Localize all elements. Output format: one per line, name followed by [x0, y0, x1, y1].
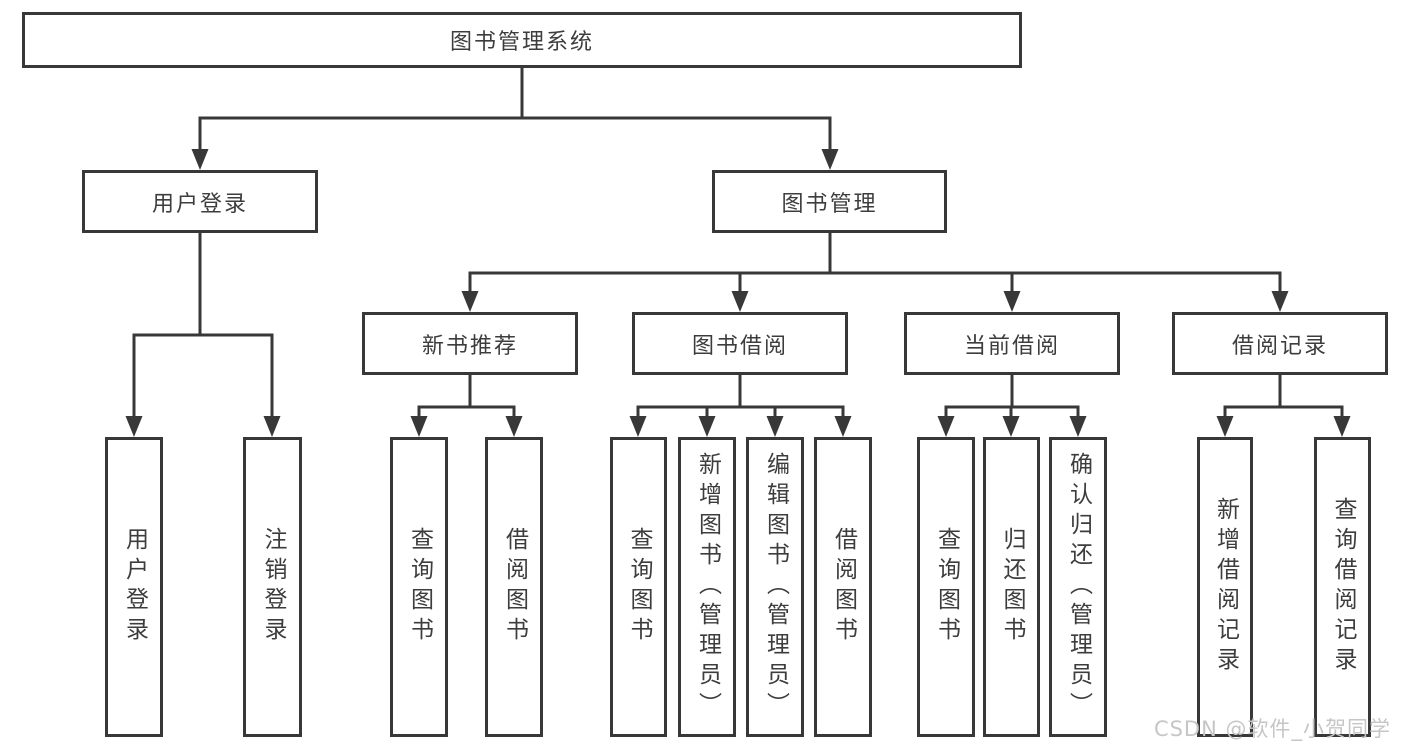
leaf-borrowing-query-books: 查询图书: [610, 437, 667, 737]
leaf-borrowing-edit-books-admin: 编辑图书（管理员）: [746, 437, 804, 737]
leaf-current-confirm-return-admin-label: 确认归还（管理员）: [1065, 452, 1092, 722]
node-current-borrowing: 当前借阅: [904, 312, 1120, 375]
node-borrowing-records: 借阅记录: [1172, 312, 1388, 375]
leaf-current-return-books: 归还图书: [983, 437, 1040, 737]
leaf-user-login: 用户登录: [105, 437, 163, 737]
leaf-current-return-books-label: 归还图书: [999, 527, 1025, 647]
node-book-borrowing-label: 图书借阅: [691, 333, 788, 359]
leaf-user-login-label: 用户登录: [121, 527, 148, 647]
leaf-records-query-record: 查询借阅记录: [1314, 437, 1371, 737]
node-user-login: 用户登录: [82, 170, 318, 233]
node-new-book-recommend: 新书推荐: [362, 312, 578, 375]
leaf-borrowing-edit-books-admin-label: 编辑图书（管理员）: [762, 452, 789, 722]
leaf-newbook-borrow-books: 借阅图书: [485, 437, 543, 737]
leaf-current-confirm-return-admin: 确认归还（管理员）: [1049, 437, 1107, 737]
leaf-records-add-record-label: 新增借阅记录: [1212, 497, 1239, 677]
leaf-records-query-record-label: 查询借阅记录: [1330, 497, 1356, 677]
node-book-management-label: 图书管理: [781, 191, 878, 217]
leaf-borrowing-add-books-admin: 新增图书（管理员）: [678, 437, 736, 737]
leaf-records-add-record: 新增借阅记录: [1197, 437, 1253, 737]
watermark: CSDN @软件_小贺同学: [1153, 717, 1391, 741]
leaf-newbook-query-books: 查询图书: [390, 437, 448, 737]
node-current-borrowing-label: 当前借阅: [963, 333, 1060, 359]
leaf-logout: 注销登录: [243, 437, 302, 737]
node-user-login-label: 用户登录: [151, 191, 248, 217]
node-new-book-recommend-label: 新书推荐: [421, 333, 518, 359]
leaf-borrowing-borrow-books-label: 借阅图书: [830, 527, 857, 647]
node-book-management: 图书管理: [712, 170, 947, 233]
leaf-newbook-borrow-books-label: 借阅图书: [501, 527, 528, 647]
leaf-borrowing-borrow-books: 借阅图书: [814, 437, 872, 737]
node-borrowing-records-label: 借阅记录: [1231, 333, 1328, 359]
node-root-system: 图书管理系统: [22, 12, 1022, 68]
leaf-borrowing-add-books-admin-label: 新增图书（管理员）: [694, 452, 721, 722]
node-book-borrowing: 图书借阅: [632, 312, 848, 375]
node-root-system-label: 图书管理系统: [449, 30, 594, 55]
leaf-current-query-books: 查询图书: [917, 437, 975, 737]
leaf-newbook-query-books-label: 查询图书: [406, 527, 433, 647]
leaf-borrowing-query-books-label: 查询图书: [626, 527, 652, 647]
leaf-logout-label: 注销登录: [260, 527, 286, 647]
leaf-current-query-books-label: 查询图书: [933, 527, 960, 647]
